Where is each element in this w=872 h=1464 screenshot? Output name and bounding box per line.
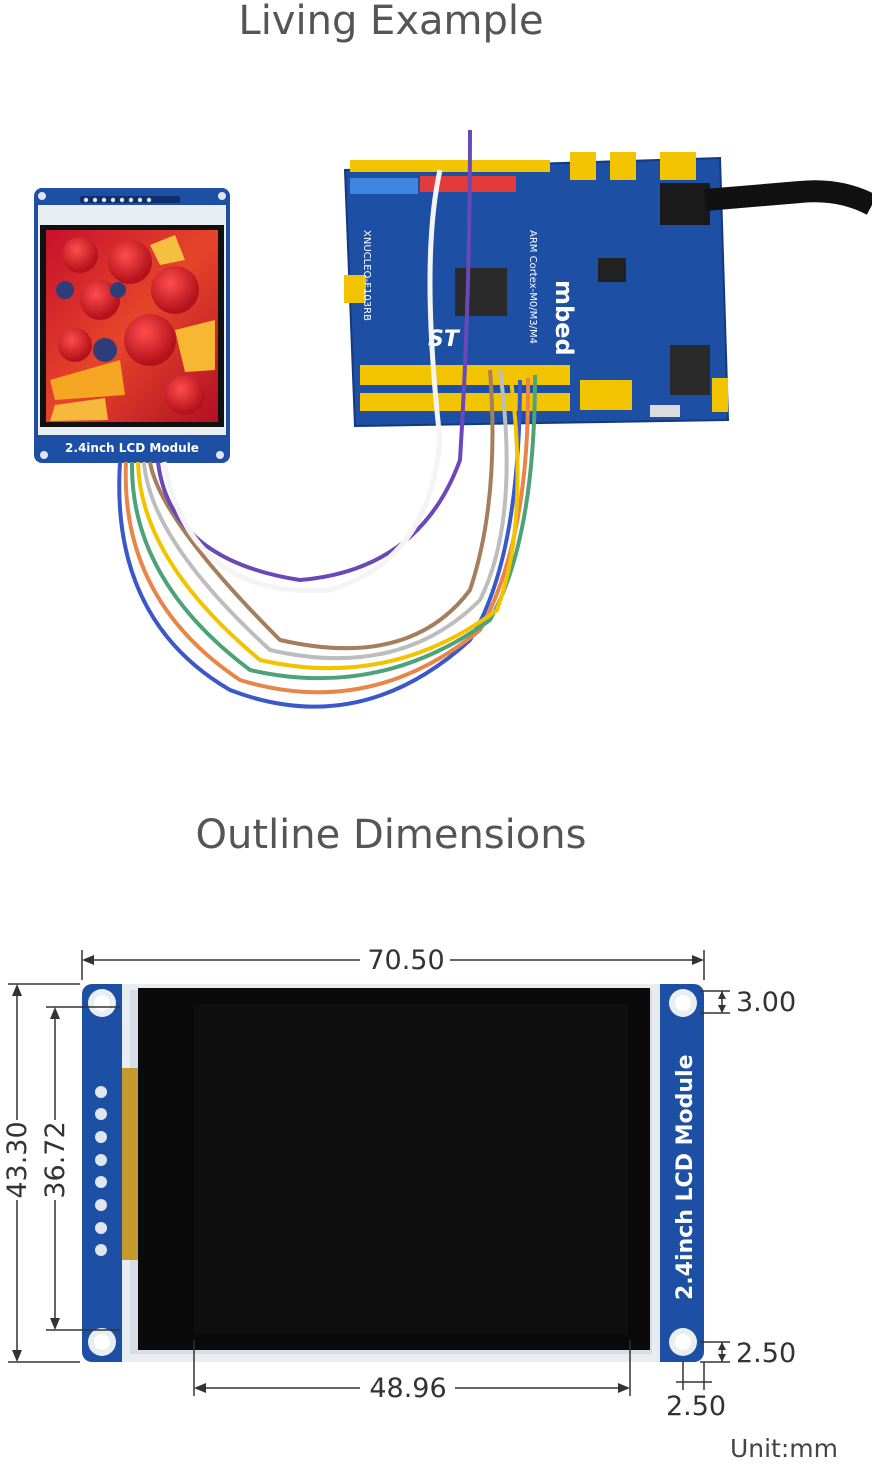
jumper-wires	[117, 129, 537, 709]
dimension-lines	[8, 950, 730, 1396]
lcd-module-outline: 2.4inch LCD Module	[82, 984, 704, 1362]
dim-height: 43.30	[2, 1121, 33, 1198]
pin-header-holes	[95, 1086, 107, 1256]
module-label: 2.4inch LCD Module	[673, 1054, 698, 1300]
living-example-title: Living Example	[238, 0, 544, 44]
unit-label: Unit:mm	[729, 1434, 838, 1463]
dim-screen-width: 48.96	[369, 1373, 446, 1404]
outline-dimensions-title: Outline Dimensions	[195, 812, 587, 858]
lcd-active-area	[194, 1004, 628, 1334]
module-label-small: 2.4inch LCD Module	[65, 441, 199, 455]
lcd-module-photo: 2.4inch LCD Module	[34, 188, 230, 463]
board-brand: mbed	[550, 280, 578, 356]
fpc-connector	[122, 1068, 138, 1260]
dim-hole-bottom: 2.50	[736, 1338, 796, 1369]
dim-inner-height: 36.72	[40, 1121, 71, 1198]
dim-hole-side: 2.50	[666, 1391, 726, 1422]
board-cpu-label: ARM Cortex-M0/M3/M4	[527, 230, 538, 344]
dim-width: 70.50	[367, 945, 444, 976]
board-name: XNUCLEO-F103RB	[361, 230, 372, 321]
mcu-board-photo: mbed ARM Cortex-M0/M3/M4 XNUCLEO-F103RB …	[343, 152, 872, 428]
dim-hole-top: 3.00	[736, 987, 796, 1018]
